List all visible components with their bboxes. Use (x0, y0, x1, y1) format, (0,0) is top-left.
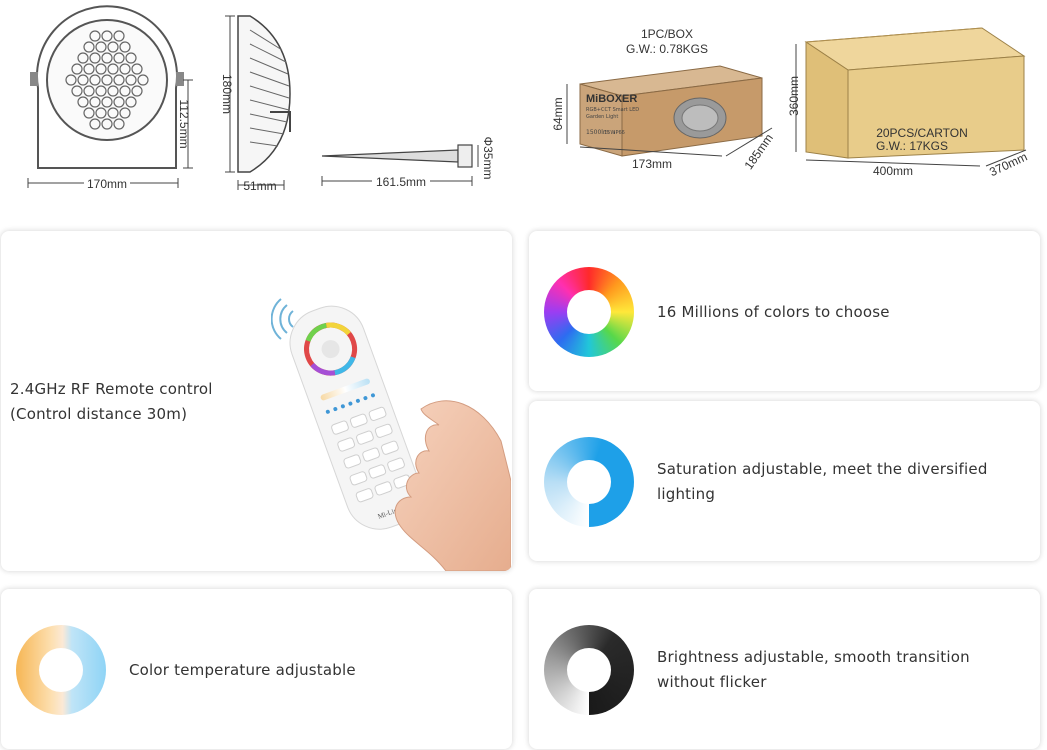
box-spec-ip: IP66 (614, 130, 625, 136)
spike-length-label: 161.5mm (376, 175, 426, 189)
lamp-side-view: 180mm 51mm (220, 15, 291, 193)
carton-qty-label: 20PCS/CARTON (876, 126, 968, 140)
lamp-side-height-label: 180mm (220, 74, 234, 114)
color-temperature-feature-text: Color temperature adjustable (129, 661, 356, 679)
brightness-feature-line1: Brightness adjustable, smooth transition (657, 648, 970, 666)
remote-feature-line1: 2.4GHz RF Remote control (10, 380, 213, 398)
remote-feature-line2: (Control distance 30m) (10, 405, 188, 423)
product-box: 1PC/BOX G.W.: 0.78KGS MiBOXER RGB+CCT Sm… (551, 27, 776, 172)
spike-diameter-label: Φ35mm (481, 137, 495, 180)
carton-depth-label: 370mm (987, 150, 1029, 180)
saturation-card: Saturation adjustable, meet the diversif… (529, 401, 1040, 561)
saturation-feature-line1: Saturation adjustable, meet the diversif… (657, 460, 988, 478)
brightness-feature-text: Brightness adjustable, smooth transition… (657, 645, 970, 695)
color-wheel-icon (544, 267, 634, 357)
carton-weight-label: G.W.: 17KGS (876, 139, 948, 153)
brightness-icon (544, 625, 634, 715)
brightness-card: Brightness adjustable, smooth transition… (529, 589, 1040, 749)
box-spec-w: 15W (604, 130, 615, 136)
color-temperature-card: Color temperature adjustable (1, 589, 512, 749)
remote-control-illustration: Mi-Light (271, 298, 511, 571)
lamp-front-view: 170mm 112.5mm (27, 5, 193, 191)
lamp-height-label: 112.5mm (177, 99, 191, 148)
remote-control-card: 2.4GHz RF Remote control (Control distan… (1, 231, 512, 571)
ground-spike: 161.5mm Φ35mm (321, 137, 495, 189)
brightness-feature-line2: without flicker (657, 673, 767, 691)
color-temperature-icon (16, 625, 106, 715)
colors-feature-text: 16 Millions of colors to choose (657, 303, 890, 321)
saturation-feature-text: Saturation adjustable, meet the diversif… (657, 457, 988, 507)
box-caption-line2: G.W.: 0.78KGS (626, 42, 708, 56)
shipping-carton: 360mm 20PCS/CARTON G.W.: 17KGS 400mm 370… (787, 27, 1029, 180)
lamp-depth-label: 51mm (243, 179, 276, 193)
box-spec-lm: 1500lm (586, 129, 609, 136)
dimension-diagrams: 170mm 112.5mm 180mm 51mm 161.5mm Φ35mm (27, 5, 1029, 193)
carton-height-label: 360mm (787, 76, 801, 116)
saturation-icon (544, 437, 634, 527)
box-brand-text: MiBOXER (586, 93, 637, 105)
colors-card: 16 Millions of colors to choose (529, 231, 1040, 391)
box-width-label: 173mm (632, 157, 672, 171)
carton-width-label: 400mm (873, 164, 913, 178)
box-product-line2: Garden Light (586, 114, 618, 120)
box-product-line1: RGB+CCT Smart LED (586, 107, 639, 113)
remote-feature-text: 2.4GHz RF Remote control (Control distan… (10, 377, 213, 427)
box-caption-line1: 1PC/BOX (641, 27, 693, 41)
lamp-width-label: 170mm (87, 177, 127, 191)
wifi-signal-icon (271, 298, 294, 340)
box-height-label: 64mm (551, 97, 565, 130)
saturation-feature-line2: lighting (657, 485, 716, 503)
